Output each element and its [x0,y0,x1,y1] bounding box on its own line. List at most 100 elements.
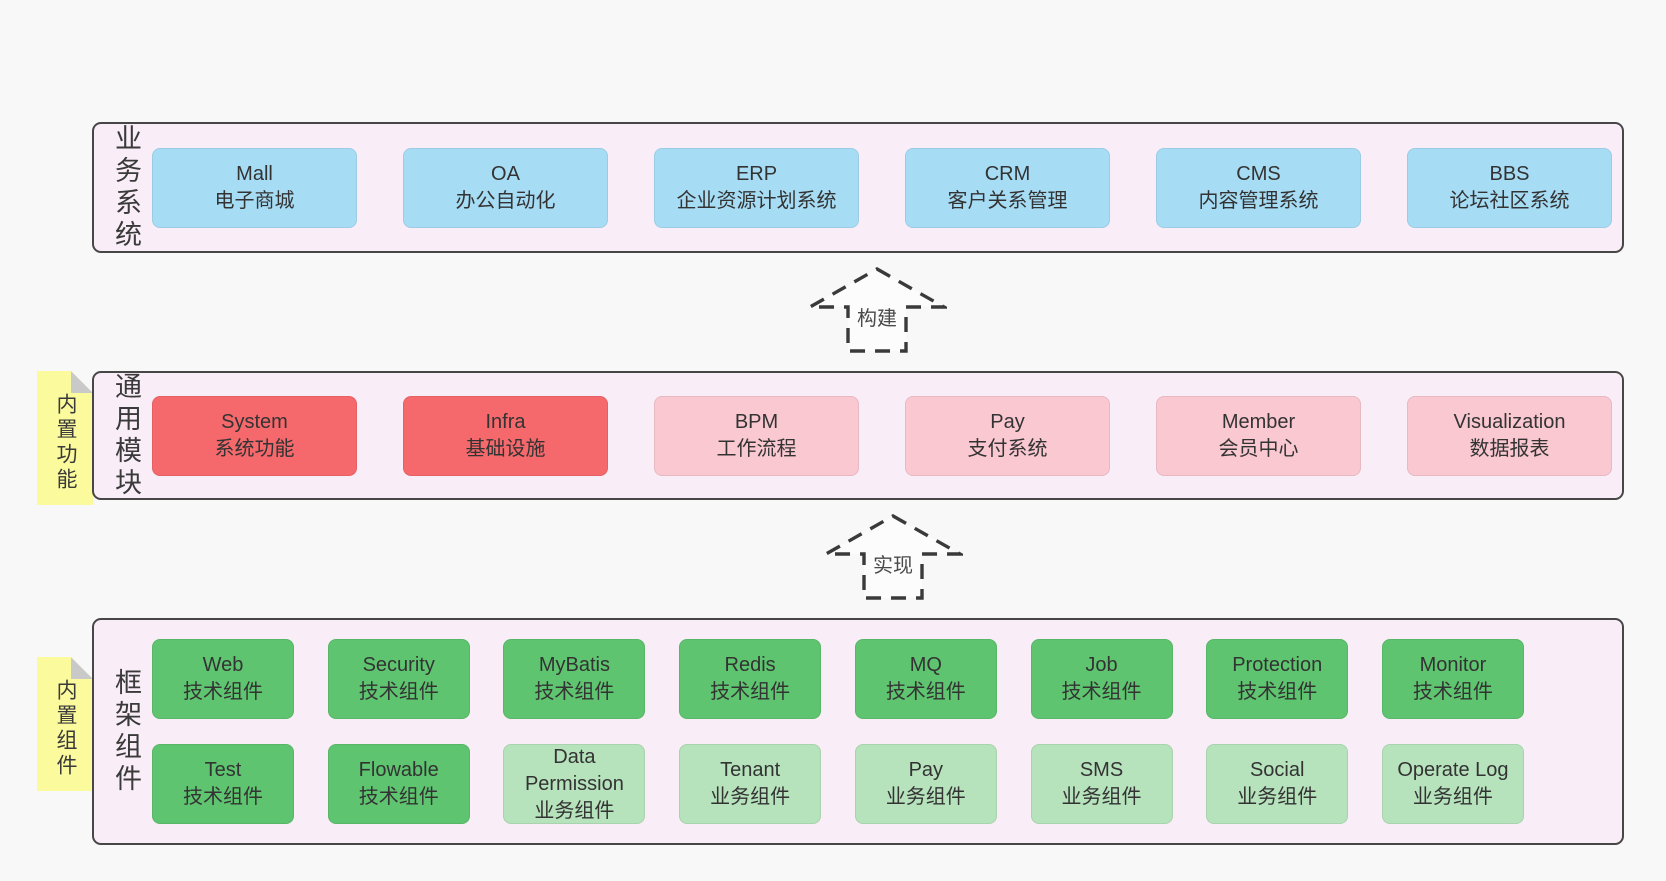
module-title: OA [491,162,520,185]
module-subtitle: 电子商城 [214,189,295,212]
sticky-note-label: 内置组件 [54,679,77,779]
module-box: SMS 业务组件 [1030,744,1173,824]
module-box: ERP 企业资源计划系统 [654,147,859,228]
module-title: Test [204,759,242,781]
module-box: Mall 电子商城 [152,147,357,228]
module-subtitle: 客户关系管理 [947,189,1068,212]
module-box: Pay 支付系统 [905,395,1110,476]
arrow-label: 实现 [869,549,917,578]
module-box: Monitor 技术组件 [1381,639,1524,719]
module-box: CRM 客户关系管理 [905,147,1110,228]
module-title: CMS [1236,162,1281,185]
module-subtitle: 业务组件 [534,799,615,822]
module-title: Operate Log [1397,759,1509,781]
module-title: Visualization [1453,410,1566,433]
module-title: System [221,410,288,433]
band-label: 通用模块 [111,371,141,500]
module-subtitle: 系统功能 [214,437,295,460]
module-box: Visualization 数据报表 [1407,395,1612,476]
module-subtitle: 数据报表 [1469,437,1550,460]
module-box: Infra 基础设施 [403,395,608,476]
module-subtitle: 技术组件 [1061,681,1142,703]
module-box: Security 技术组件 [327,639,470,719]
module-subtitle: 论坛社区系统 [1449,189,1570,212]
module-title: Redis [724,654,776,676]
module-box: Operate Log 业务组件 [1381,744,1524,824]
module-title: CRM [984,162,1031,185]
module-title: MyBatis [538,654,610,676]
arrow-label: 构建 [853,302,901,331]
module-box: Protection 技术组件 [1206,639,1349,719]
folded-corner [71,657,93,679]
folded-corner [71,371,93,393]
module-box: Test 技术组件 [152,744,294,824]
build-arrow: 构建 [803,266,951,354]
module-subtitle: 业务组件 [1412,786,1493,808]
module-subtitle: 技术组件 [1237,681,1318,703]
module-title: Web [202,654,244,676]
module-subtitle: 技术组件 [183,786,263,808]
module-subtitle: 办公自动化 [455,189,556,212]
module-subtitle: 支付系统 [967,437,1048,460]
module-title: Job [1085,654,1118,676]
module-box: Web 技术组件 [152,639,294,719]
module-box: Social 业务组件 [1206,744,1349,824]
module-title: Security [362,654,435,676]
sticky-note-builtin-features: 内置功能 [37,371,93,505]
module-title: Monitor [1419,654,1487,676]
band-label: 业务系统 [111,123,141,252]
module-title: SMS [1079,759,1124,781]
module-subtitle: 技术组件 [1412,681,1493,703]
module-title: Pay [990,410,1025,433]
module-subtitle: 技术组件 [885,681,966,703]
module-title: BPM [734,410,779,433]
module-subtitle: 技术组件 [183,681,263,703]
module-title: Social [1249,759,1305,781]
module-subtitle: 技术组件 [534,681,615,703]
module-title: Mall [236,162,273,185]
module-box: Job 技术组件 [1030,639,1173,719]
module-box: Redis 技术组件 [679,639,822,719]
module-title: Flowable [358,759,439,781]
band-label: 框架组件 [111,667,141,796]
module-box: OA 办公自动化 [403,147,608,228]
module-box: MyBatis 技术组件 [503,639,646,719]
sticky-note-label: 内置功能 [54,393,77,493]
module-box: System 系统功能 [152,395,357,476]
module-subtitle: 业务组件 [1237,786,1318,808]
implement-arrow: 实现 [819,513,967,601]
module-subtitle: 企业资源计划系统 [676,189,837,212]
module-subtitle: 技术组件 [358,681,439,703]
module-subtitle: 工作流程 [716,437,797,460]
module-title: Infra [485,410,526,433]
module-title: Data Permission [524,745,624,795]
module-subtitle: 基础设施 [465,437,546,460]
module-subtitle: 技术组件 [710,681,791,703]
module-subtitle: 会员中心 [1218,437,1299,460]
sticky-note-builtin-components: 内置组件 [37,657,93,791]
module-subtitle: 业务组件 [1061,786,1142,808]
module-title: MQ [909,654,942,676]
module-title: Tenant [720,759,781,781]
module-box: MQ 技术组件 [854,639,997,719]
band-common-modules: 通用模块 System 系统功能 Infra 基础设施 BPM 工作流程 Pay 支付系统 Me… [92,371,1624,500]
module-box: Data Permission 业务组件 [503,744,646,824]
module-title: Protection [1232,654,1323,676]
module-title: ERP [735,162,778,185]
module-subtitle: 业务组件 [885,786,966,808]
